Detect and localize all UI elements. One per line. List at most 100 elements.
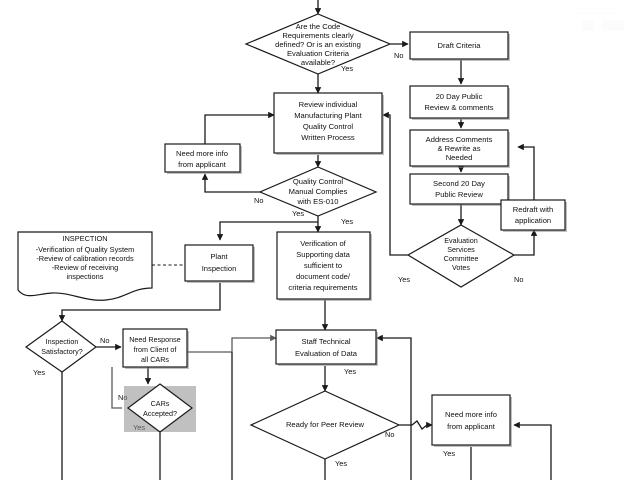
edge-need-response-to-staff [187, 334, 277, 353]
node-staff-technical-line-0: Staff Technical [301, 337, 350, 346]
label-code-req-no: No [394, 51, 403, 60]
node-plant-inspection[interactable]: Plant Inspection [184, 244, 255, 283]
node-code-requirements[interactable]: Are the Code Requirements clearly define… [244, 13, 392, 75]
node-esc-votes-line-2: Committee [444, 254, 479, 263]
node-inspection-note-line-1: -Review of calibration records [36, 254, 134, 263]
edge-need-info-to-review [204, 111, 275, 146]
node-inspection-note: INSPECTION -Verification of Quality Syst… [17, 231, 153, 301]
node-inspection-note-line-3: inspections [67, 272, 104, 281]
node-inspection-note-line-2: -Review of receiving [52, 263, 119, 272]
label-peer-no: No [385, 430, 394, 439]
node-inspection-satisfactory-line-0: Inspection [46, 337, 79, 346]
node-need-more-info-bottom-line-0: Need more info [445, 410, 497, 419]
node-verification-line-2: sufficient to [304, 261, 342, 270]
node-plant-inspection-line-1: Inspection [202, 264, 237, 273]
label-inspection-no: No [100, 336, 109, 345]
edges-group [58, 0, 552, 480]
node-inspection-satisfactory[interactable]: Inspection Satisfactory? [24, 320, 98, 373]
node-qc-manual-line-2: with ES-010 [297, 197, 339, 206]
label-qc-yes: Yes [292, 209, 304, 218]
node-address-comments-line-2: Needed [446, 153, 473, 162]
edge-esc-no-to-redraft [514, 229, 538, 256]
node-public-review-20-line-0: 20 Day Public [436, 92, 483, 101]
node-need-more-info-top-line-1: from applicant [178, 160, 227, 169]
node-qc-manual[interactable]: Quality Control Manual Complies with ES-… [258, 166, 378, 217]
node-address-comments-line-0: Address Comments [426, 135, 493, 144]
edge-plant-to-inspection-satisfactory [58, 283, 221, 322]
node-code-requirements-line-1: Requirements clearly [282, 31, 354, 40]
node-plant-inspection-line-0: Plant [210, 252, 228, 261]
edge-return-to-staff [376, 334, 412, 480]
edge-cars-no-loop [111, 367, 122, 409]
label-peer-yes: Yes [335, 459, 347, 468]
node-code-requirements-line-3: Evaluation Criteria [287, 49, 350, 58]
node-verification-supporting[interactable]: Verification of Supporting data sufficie… [276, 231, 372, 301]
node-second-review-line-0: Second 20 Day [433, 179, 485, 188]
edge-esc-yes-to-review [382, 111, 408, 256]
node-verification-line-3: document code/ [296, 272, 351, 281]
edge-bottom-return-to-need-info [513, 421, 552, 480]
node-qc-manual-line-0: Quality Control [293, 177, 344, 186]
node-code-requirements-line-4: available? [301, 58, 335, 67]
node-need-response[interactable]: Need Response from Client of all CARs [122, 328, 189, 369]
node-staff-technical[interactable]: Staff Technical Evaluation of Data [275, 329, 378, 366]
node-draft-criteria[interactable]: Draft Criteria [409, 31, 510, 61]
node-cars-accepted-line-1: Accepted? [143, 409, 177, 418]
node-esc-votes-line-0: Evaluation [444, 236, 478, 245]
label-need-info-yes: Yes [443, 449, 455, 458]
node-ready-peer-review-line-0: Ready for Peer Review [286, 420, 365, 429]
label-code-req-yes: Yes [341, 64, 353, 73]
node-esc-votes[interactable]: Evaluation Services Committee Votes [406, 224, 516, 288]
node-code-requirements-line-2: defined? Or is an existing [275, 40, 361, 49]
label-esc-yes: Yes [398, 275, 410, 284]
node-verification-line-0: Verification of [300, 239, 346, 248]
node-inspection-satisfactory-line-1: Satisfactory? [41, 347, 83, 356]
node-need-response-line-1: from Client of [134, 345, 177, 354]
node-need-response-line-0: Need Response [129, 335, 181, 344]
label-esc-no: No [514, 275, 523, 284]
node-second-review-line-1: Public Review [435, 190, 483, 199]
node-redraft-line-0: Redraft with [513, 205, 554, 214]
node-need-more-info-bottom-line-1: from applicant [447, 422, 496, 431]
node-second-review[interactable]: Second 20 Day Public Review [409, 173, 510, 206]
node-code-requirements-line-0: Are the Code [296, 22, 341, 31]
node-qc-manual-line-1: Manual Complies [289, 187, 348, 196]
node-review-individual-line-2: Quality Control [303, 122, 354, 131]
node-need-more-info-top[interactable]: Need more info from applicant [164, 143, 242, 174]
edge-redraft-to-address [517, 143, 535, 200]
label-cars-no: No [118, 393, 127, 402]
node-review-individual-line-0: Review individual [299, 100, 358, 109]
node-redraft[interactable]: Redraft with application [500, 199, 567, 232]
watermark [578, 7, 624, 31]
node-esc-votes-line-3: Votes [452, 263, 470, 272]
node-ready-peer-review[interactable]: Ready for Peer Review [249, 390, 401, 460]
node-cars-accepted-line-0: CARs [151, 399, 170, 408]
node-cars-accepted[interactable]: CARs Accepted? [124, 383, 196, 433]
node-draft-criteria-line-0: Draft Criteria [437, 41, 481, 50]
label-inspection-yes: Yes [33, 368, 45, 377]
edge-qc-yes2-horizontal [216, 221, 318, 241]
node-staff-technical-line-1: Evaluation of Data [295, 349, 358, 358]
edge-peer-no-to-need-info [399, 420, 433, 430]
edge-qc-no-to-need-info [201, 173, 270, 193]
node-review-individual[interactable]: Review individual Manufacturing Plant Qu… [273, 92, 384, 155]
node-review-individual-line-3: Written Process [301, 133, 355, 142]
node-esc-votes-line-1: Services [447, 245, 475, 254]
node-need-response-line-2: all CARs [141, 355, 169, 364]
node-need-more-info-bottom[interactable]: Need more info from applicant [431, 394, 512, 447]
label-staff-yes: Yes [344, 367, 356, 376]
node-public-review-20[interactable]: 20 Day Public Review & comments [409, 85, 510, 120]
node-public-review-20-line-1: Review & comments [424, 103, 493, 112]
node-redraft-line-1: application [515, 216, 551, 225]
node-inspection-note-title: INSPECTION [62, 234, 107, 243]
label-qc-yes-2: Yes [341, 217, 353, 226]
node-verification-line-4: criteria requirements [288, 283, 357, 292]
node-need-more-info-top-line-0: Need more info [176, 149, 228, 158]
node-address-comments-line-1: & Rewrite as [437, 144, 480, 153]
label-qc-no: No [254, 196, 263, 205]
node-address-comments[interactable]: Address Comments & Rewrite as Needed [409, 129, 510, 168]
node-review-individual-line-1: Manufacturing Plant [294, 111, 362, 120]
node-inspection-note-line-0: -Verification of Quality System [36, 245, 135, 254]
node-verification-line-1: Supporting data [296, 250, 350, 259]
